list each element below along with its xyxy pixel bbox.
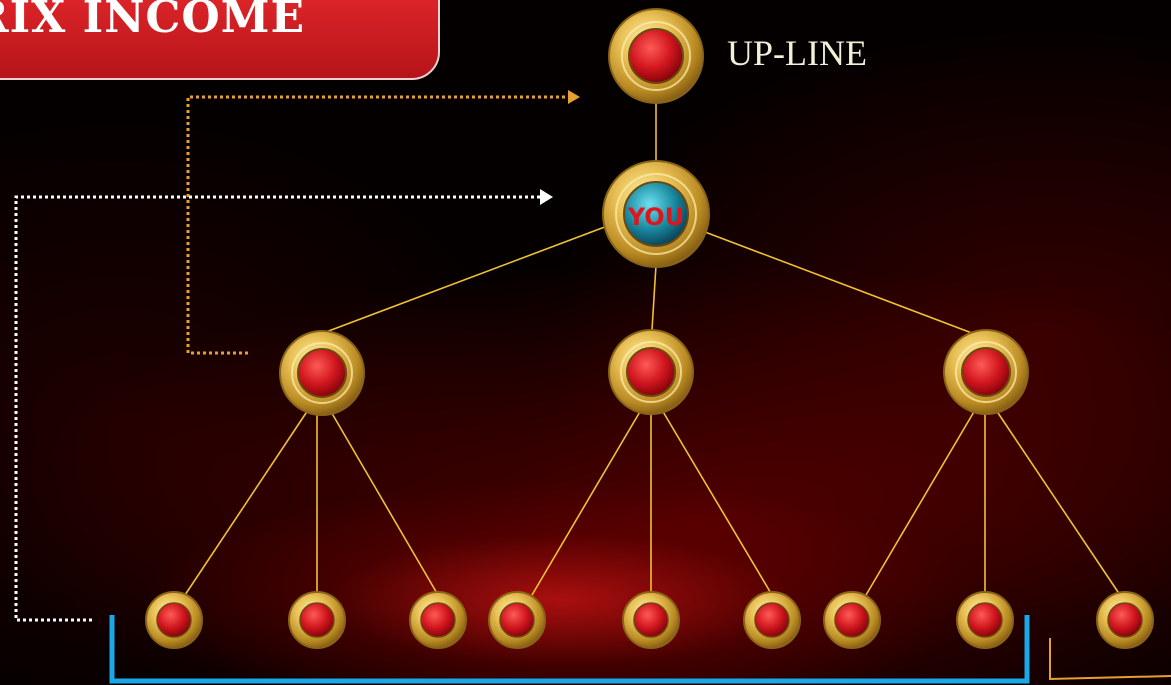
level-2-node-9 (1097, 592, 1153, 648)
upline-node (609, 9, 703, 103)
connector-l1c-l2i (996, 410, 1120, 595)
level-2-node-7 (824, 592, 880, 648)
connector-you-l1b (652, 265, 656, 330)
connector-you-l1c (705, 232, 985, 338)
level-2-node-8 (957, 592, 1013, 648)
level-2-node-6 (744, 592, 800, 648)
level-2-bracket (112, 615, 1027, 681)
connector-l1a-l2c (330, 410, 438, 595)
connector-l1a-l2a (185, 410, 308, 595)
level-1-node-a (280, 331, 364, 415)
you-node: YOU (603, 161, 709, 267)
white-matrix-arrow (16, 189, 553, 620)
connector-l1c-l2g (866, 410, 975, 595)
orange-referral-arrow (188, 90, 580, 353)
level-1-node-c (944, 330, 1028, 414)
level-2-node-5 (623, 592, 679, 648)
level-2-node-2 (289, 592, 345, 648)
level-2-node-4 (489, 592, 545, 648)
level-2-node-1 (146, 592, 202, 648)
connector-l1b-l2f (662, 410, 772, 595)
level-2-node-3 (410, 592, 466, 648)
connector-you-l1a (318, 225, 610, 335)
you-label: YOU (627, 203, 684, 231)
level-1-node-b (609, 330, 693, 414)
connector-l1b-l2d (532, 410, 641, 595)
